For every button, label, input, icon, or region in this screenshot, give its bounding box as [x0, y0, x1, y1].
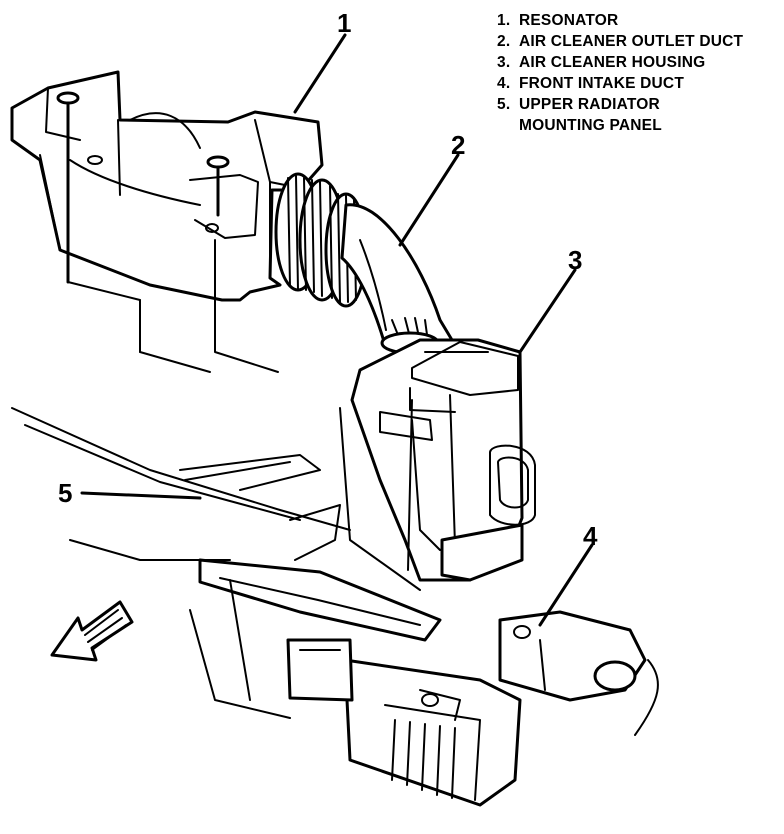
legend-label: AIR CLEANER HOUSING	[519, 54, 706, 71]
legend-item-front-intake-duct: 4. FRONT INTAKE DUCT	[497, 73, 782, 94]
legend-item-upper-radiator-mounting-panel: 5. UPPER RADIATOR MOUNTING PANEL	[497, 94, 782, 136]
callout-1: 1	[337, 8, 352, 38]
callout-3: 3	[568, 245, 583, 275]
legend-number: 1.	[497, 12, 511, 29]
legend-number: 2.	[497, 33, 511, 50]
parts-legend: 1. RESONATOR 2. AIR CLEANER OUTLET DUCT …	[497, 10, 782, 136]
legend-label: UPPER RADIATOR MOUNTING PANEL	[519, 96, 662, 134]
legend-number: 3.	[497, 54, 511, 71]
resonator	[10, 70, 324, 302]
air-cleaner-housing	[339, 338, 536, 591]
legend-number: 5.	[497, 96, 511, 113]
legend-item-air-cleaner-outlet-duct: 2. AIR CLEANER OUTLET DUCT	[497, 31, 782, 52]
legend-number: 4.	[497, 75, 511, 92]
fasteners	[56, 91, 279, 373]
legend-item-air-cleaner-housing: 3. AIR CLEANER HOUSING	[497, 52, 782, 73]
legend-item-resonator: 1. RESONATOR	[497, 10, 782, 31]
callout-4: 4	[583, 521, 598, 551]
air-cleaner-outlet-duct	[340, 203, 454, 355]
leader-lines	[80, 33, 594, 627]
legend-label: AIR CLEANER OUTLET DUCT	[519, 33, 744, 50]
callout-5: 5	[58, 478, 73, 508]
front-direction-arrow-icon	[50, 600, 134, 662]
legend-label: FRONT INTAKE DUCT	[519, 75, 684, 92]
upper-radiator-mounting-panel	[11, 407, 442, 719]
callout-2: 2	[451, 130, 466, 160]
lower-bracket-assembly	[286, 638, 522, 807]
legend-label: RESONATOR	[519, 12, 619, 29]
front-intake-duct	[498, 610, 659, 736]
